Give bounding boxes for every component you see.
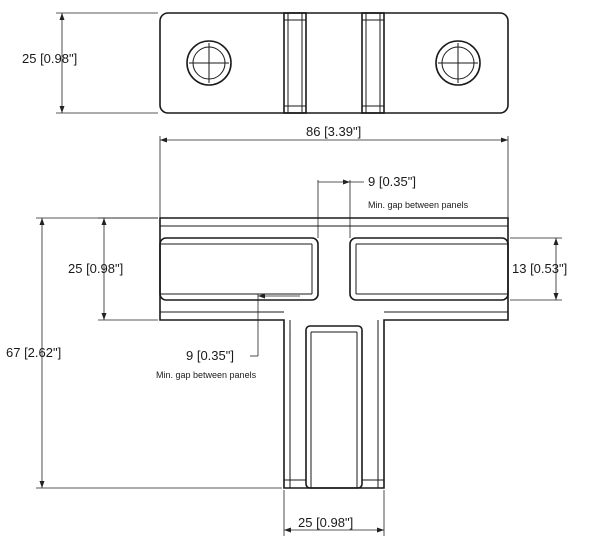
bolt-hole-icon [186, 40, 232, 86]
top-view-body [159, 12, 509, 114]
dim-slot-height-label: 13 [0.53"] [512, 261, 567, 276]
left-clamp-band [283, 12, 307, 114]
dim-overall-height-label: 67 [2.62"] [6, 345, 61, 360]
bottom-panel-slot [305, 325, 363, 489]
dim-top-gap-label: 9 [0.35"] [368, 174, 416, 189]
dim-stem-width-label: 25 [0.98"] [298, 515, 353, 530]
bolt-hole-icon [435, 40, 481, 86]
top-view: 25 [0.98"] [22, 12, 509, 114]
front-view: 86 [3.39"] 9 [0.35"] Min. gap between pa… [6, 124, 567, 536]
dim-slot-height [510, 237, 562, 301]
right-panel-slot [349, 237, 509, 301]
dim-bottom-gap [250, 293, 300, 357]
dim-overall-height [36, 217, 282, 489]
dim-top-gap [317, 179, 364, 238]
dim-top-gap-note: Min. gap between panels [368, 200, 469, 210]
right-clamp-band [361, 12, 385, 114]
dim-inner-height-label: 25 [0.98"] [68, 261, 123, 276]
dim-stem-width [283, 490, 385, 536]
dim-bottom-gap-label: 9 [0.35"] [186, 348, 234, 363]
dim-top-height [56, 12, 158, 114]
dim-overall-width [159, 136, 509, 218]
dim-bottom-gap-note: Min. gap between panels [156, 370, 257, 380]
dim-overall-width-label: 86 [3.39"] [306, 124, 361, 139]
left-panel-slot [159, 237, 319, 301]
dim-top-height-label: 25 [0.98"] [22, 51, 77, 66]
